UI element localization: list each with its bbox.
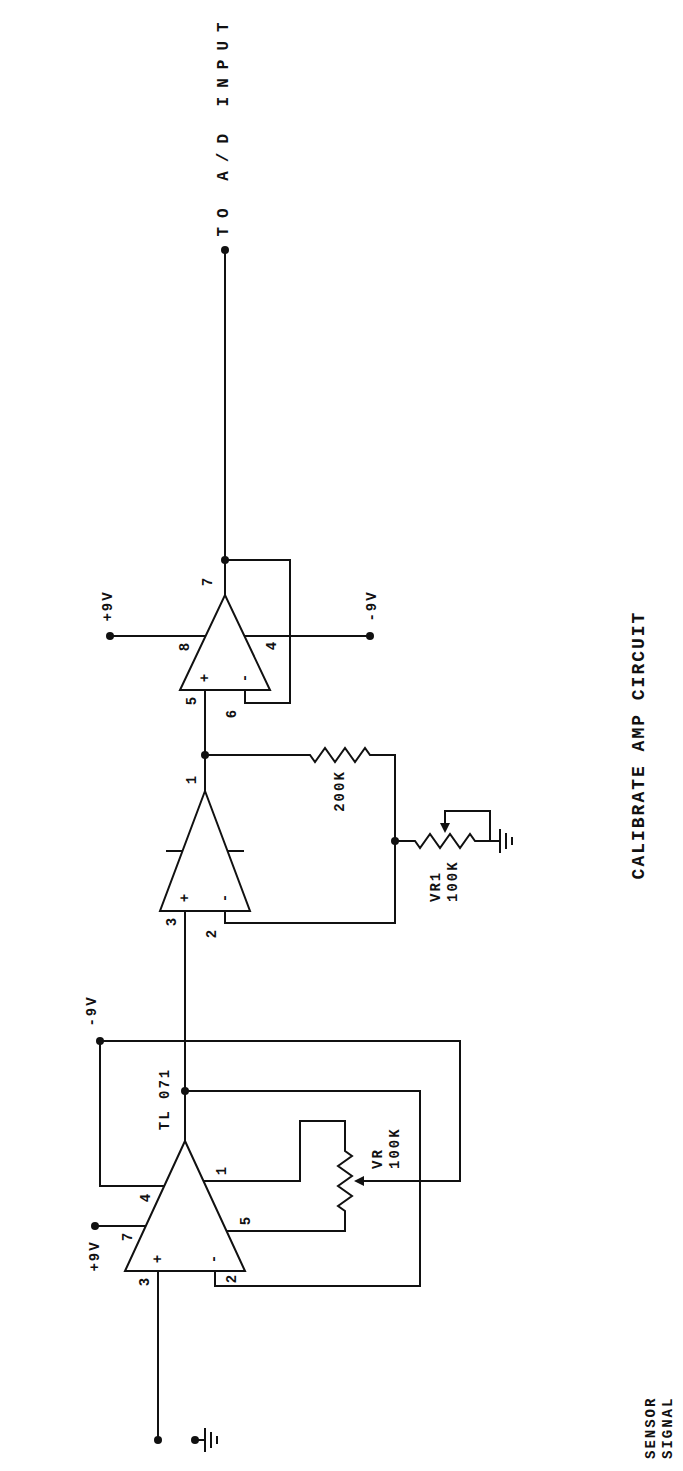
component-label: VR1 100K xyxy=(428,856,462,902)
wire xyxy=(185,1091,420,1286)
terminal-dot xyxy=(106,632,114,640)
pin-number: 7 xyxy=(120,1231,137,1241)
pin-number: 3 xyxy=(164,916,181,926)
wire xyxy=(100,1041,460,1181)
wire xyxy=(204,690,206,791)
input-polarity: + xyxy=(197,672,214,682)
component-label: VR 100K xyxy=(370,1123,404,1169)
wire xyxy=(100,1041,164,1186)
pin-number: 1 xyxy=(184,774,201,784)
pin-number: 6 xyxy=(224,708,241,718)
part-number: TL 071 xyxy=(157,1068,174,1130)
component-label: 200K xyxy=(332,770,349,812)
potentiometer-symbol xyxy=(204,1121,353,1231)
terminal-dot xyxy=(366,632,374,640)
wire xyxy=(224,250,226,595)
circuit-title: CALIBRATE AMP CIRCUIT xyxy=(629,611,651,880)
junction-dot xyxy=(391,837,399,845)
junction-dot xyxy=(221,556,229,564)
pin-number: 4 xyxy=(264,640,281,650)
ground-symbol xyxy=(490,829,512,853)
wire xyxy=(95,1225,146,1227)
input-polarity: - xyxy=(206,1253,223,1263)
wire xyxy=(184,911,186,1141)
supply-stub xyxy=(166,850,244,852)
input-polarity: + xyxy=(177,892,194,902)
input-polarity: - xyxy=(237,672,254,682)
opamp-symbol xyxy=(180,595,270,690)
terminal-dot xyxy=(154,1436,162,1444)
pin-number: 5 xyxy=(238,1215,255,1225)
pin-number: 3 xyxy=(137,1276,154,1286)
supply-label: -9V xyxy=(364,590,381,621)
input-polarity: - xyxy=(217,892,234,902)
junction-dot xyxy=(181,1087,189,1095)
input-polarity: + xyxy=(150,1253,167,1263)
pin-number: 2 xyxy=(224,1273,241,1283)
terminal-dot xyxy=(91,1222,99,1230)
wire xyxy=(157,1271,159,1440)
wire xyxy=(244,635,370,637)
signal-name: SENSOR SIGNAL xyxy=(643,1379,677,1459)
pin-number: 7 xyxy=(200,576,217,586)
opamp-symbol xyxy=(125,1141,245,1271)
resistor-symbol xyxy=(205,748,395,923)
pin-number: 1 xyxy=(214,1165,231,1175)
junction-dot xyxy=(201,751,209,759)
supply-label: +9V xyxy=(100,590,117,621)
potentiometer-symbol xyxy=(395,834,490,848)
pin-number: 8 xyxy=(177,641,194,651)
opamp-symbol xyxy=(160,791,250,911)
wiper-arrow xyxy=(440,823,450,833)
pin-number: 4 xyxy=(138,1192,155,1202)
wire xyxy=(225,560,290,703)
signal-name: TO A/D INPUT xyxy=(215,13,234,236)
pin-number: 2 xyxy=(204,928,221,938)
supply-label: +9V xyxy=(87,1240,104,1271)
wiper-arrow xyxy=(354,1176,364,1186)
pin-number: 5 xyxy=(184,695,201,705)
wire xyxy=(110,635,206,637)
terminal-dot xyxy=(221,246,229,254)
ground-symbol xyxy=(195,1428,217,1452)
wire xyxy=(445,811,490,841)
supply-label: -9V xyxy=(84,995,101,1026)
terminal-dot xyxy=(96,1037,104,1045)
